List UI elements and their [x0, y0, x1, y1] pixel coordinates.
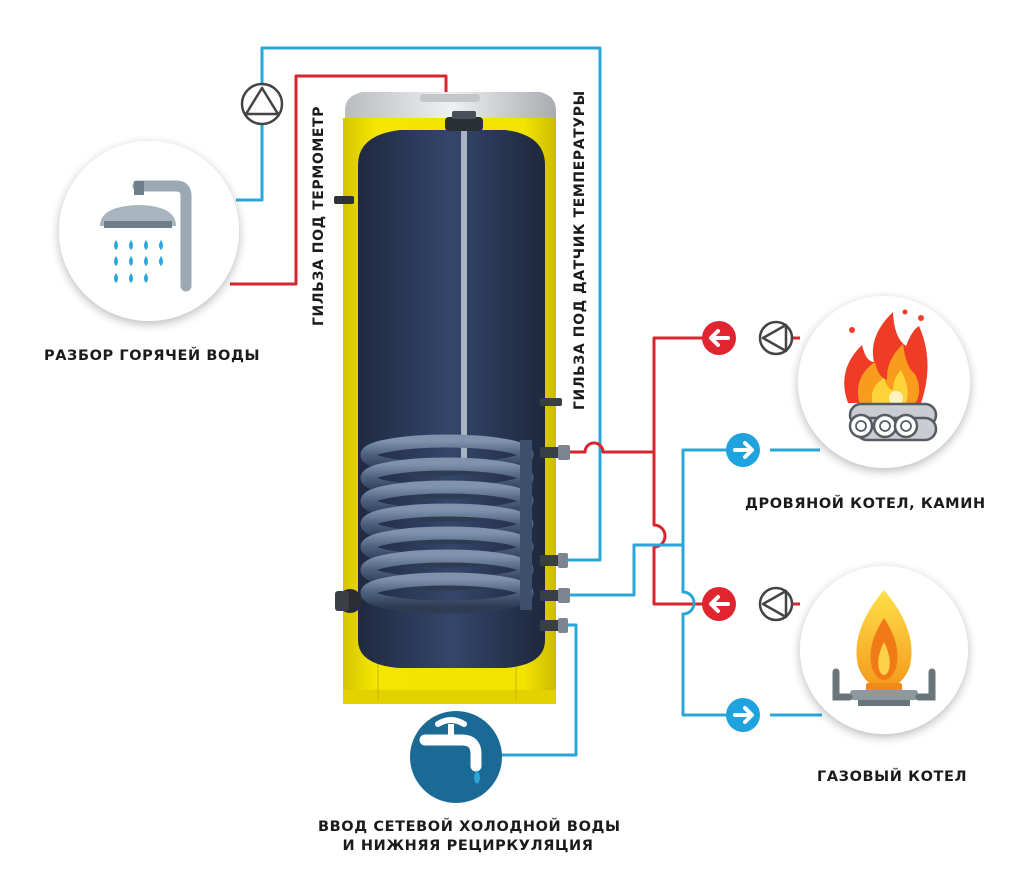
heat-exchanger-coil — [360, 434, 534, 614]
anode-rod — [461, 128, 467, 458]
shower-icon — [59, 141, 239, 321]
cold-return-branch-pipe — [681, 545, 729, 717]
cold-water-inlet-line2: И НИЖНЯЯ РЕЦИРКУЛЯЦИЯ — [342, 838, 594, 854]
tank-fittings — [540, 398, 570, 633]
cold-inlet-pipe — [496, 623, 578, 757]
cold-water-inlet-line1: ВВОД СЕТЕВОЙ ХОЛОДНОЙ ВОДЫ — [318, 819, 621, 835]
red-valve-gas — [702, 587, 736, 621]
gas-burner-icon — [800, 566, 968, 734]
thermometer-sleeve-label: ГИЛЬЗА ПОД ТЕРМОМЕТР — [311, 105, 327, 326]
pump-icon-gas — [758, 586, 794, 622]
red-valve-wood — [702, 321, 736, 355]
blue-valve-wood — [726, 433, 760, 467]
wood-boiler-label: ДРОВЯНОЙ КОТЕЛ, КАМИН — [745, 496, 986, 512]
water-tank — [334, 92, 570, 704]
pump-icon-wood — [758, 320, 794, 356]
hot-supply-branch-pipe — [652, 452, 705, 606]
gas-boiler-label: ГАЗОВЫЙ КОТЕЛ — [817, 769, 968, 785]
faucet-icon — [410, 711, 502, 803]
cold-water-inlet-label: ВВОД СЕТЕВОЙ ХОЛОДНОЙ ВОДЫ И НИЖНЯЯ РЕЦИ… — [318, 818, 621, 856]
hot-water-outlet-label: РАЗБОР ГОРЯЧЕЙ ВОДЫ — [44, 348, 261, 364]
cold-recirculation-pipe — [236, 46, 602, 562]
blue-valve-gas — [726, 698, 760, 732]
hot-supply-pipe — [570, 336, 705, 454]
fire-wood-icon — [798, 296, 970, 468]
sensor-sleeve-label: ГИЛЬЗА ПОД ДАТЧИК ТЕМПЕРАТУРЫ — [572, 90, 588, 410]
hot-water-pipe — [230, 74, 448, 286]
pump-icon — [240, 82, 284, 126]
cold-return-pipe — [570, 448, 729, 597]
